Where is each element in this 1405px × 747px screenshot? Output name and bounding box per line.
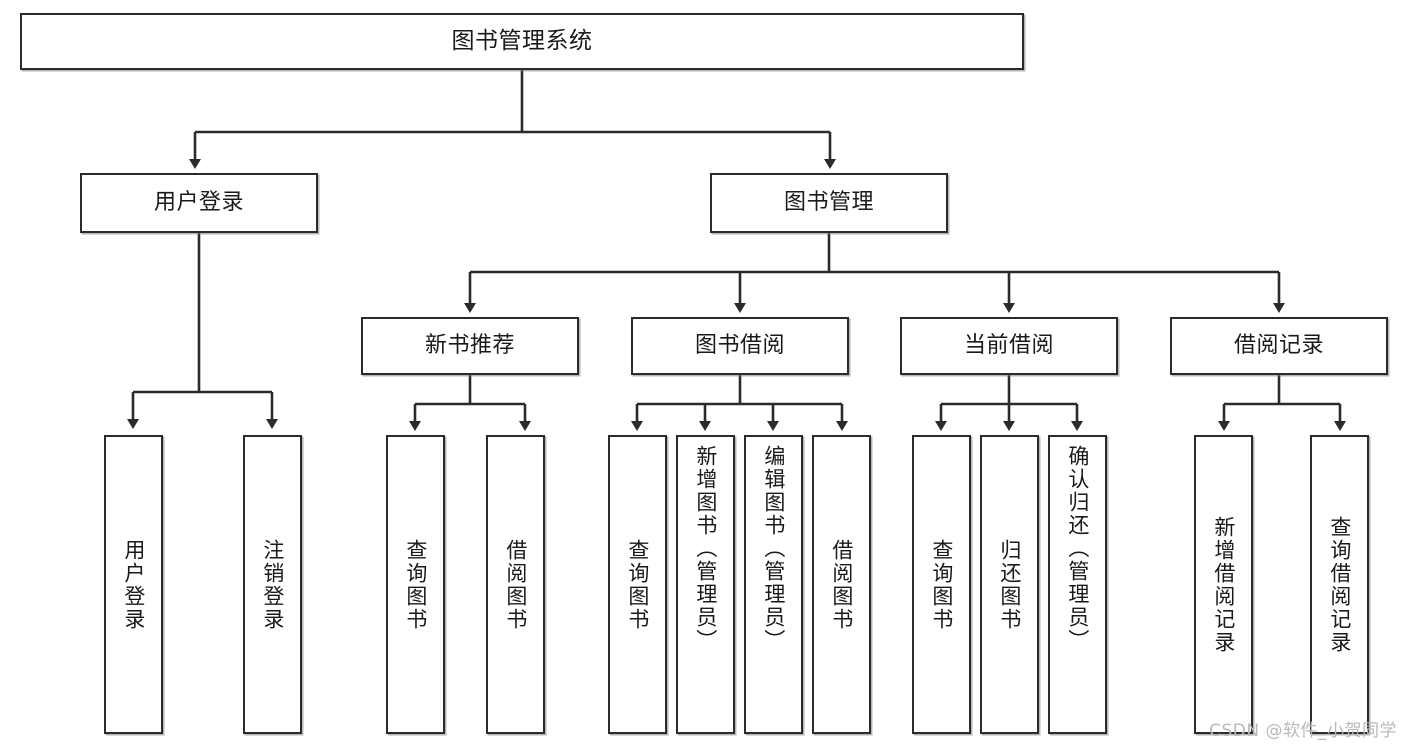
node-label: 用户登录 [121,538,146,631]
node-label: 图书借阅 [694,333,785,359]
node-new-book-recommend[interactable]: 新书推荐 [361,317,579,375]
node-label: 图书管理系统 [451,27,593,54]
node-label: 归还图书 [997,538,1022,631]
leaf-book-borrow-add[interactable]: 新增图书（管理员） [676,435,735,734]
leaf-borrow-record-query[interactable]: 查询借阅记录 [1310,435,1369,734]
node-root-system[interactable]: 图书管理系统 [20,13,1024,70]
node-label: 借阅图书 [503,538,528,631]
node-label: 编辑图书（管理员） [761,445,786,652]
node-book-borrow[interactable]: 图书借阅 [631,317,849,375]
node-label: 图书管理 [783,190,874,216]
node-book-management[interactable]: 图书管理 [710,173,948,233]
leaf-book-borrow-borrow[interactable]: 借阅图书 [812,435,871,734]
leaf-new-book-query[interactable]: 查询图书 [386,435,445,734]
node-label: 用户登录 [153,190,244,216]
node-label: 借阅图书 [829,538,854,631]
leaf-user-login-login[interactable]: 用户登录 [104,435,163,734]
node-borrow-record[interactable]: 借阅记录 [1170,317,1388,375]
node-label: 新增图书（管理员） [693,445,718,652]
node-label: 当前借阅 [963,333,1054,359]
node-label: 确认归还（管理员） [1065,445,1090,652]
node-label: 注销登录 [260,538,285,631]
leaf-book-borrow-edit[interactable]: 编辑图书（管理员） [744,435,803,734]
node-label: 查询图书 [625,538,650,631]
node-label: 查询借阅记录 [1327,515,1352,654]
node-label: 新书推荐 [424,333,515,359]
leaf-new-book-borrow[interactable]: 借阅图书 [486,435,545,734]
leaf-current-borrow-return[interactable]: 归还图书 [980,435,1039,734]
watermark-text: CSDN @软件_小贺同学 [1209,721,1397,741]
node-label: 查询图书 [929,538,954,631]
node-user-login[interactable]: 用户登录 [80,173,318,233]
leaf-user-login-logout[interactable]: 注销登录 [243,435,302,734]
leaf-current-borrow-confirm-return[interactable]: 确认归还（管理员） [1048,435,1107,734]
node-label: 新增借阅记录 [1211,515,1236,654]
leaf-borrow-record-add[interactable]: 新增借阅记录 [1194,435,1253,734]
node-label: 查询图书 [403,538,428,631]
node-current-borrow[interactable]: 当前借阅 [900,317,1118,375]
node-label: 借阅记录 [1233,333,1324,359]
leaf-current-borrow-query[interactable]: 查询图书 [912,435,971,734]
leaf-book-borrow-query[interactable]: 查询图书 [608,435,667,734]
